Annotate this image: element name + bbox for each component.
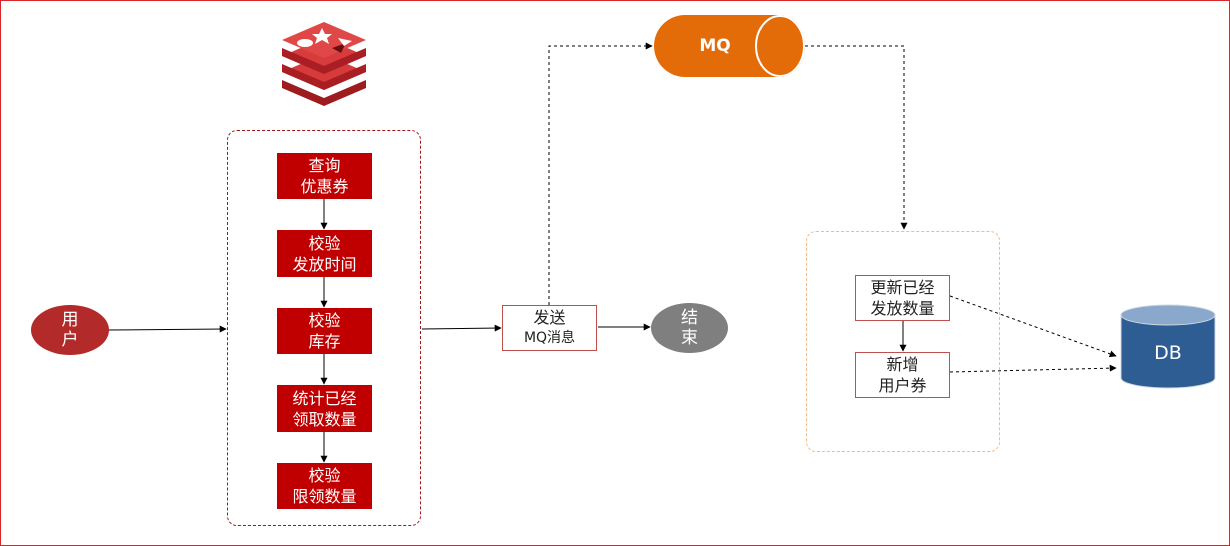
step-check-issue-time: 校验 发放时间 (277, 230, 372, 277)
step-label-line1: 查询 (308, 156, 341, 175)
arrow-new-to-db (949, 364, 1117, 373)
step-add-user-coupon: 新增 用户券 (855, 352, 950, 398)
consumer-group-frame (806, 231, 1000, 452)
step-check-limit: 校验 限领数量 (277, 463, 372, 509)
end-node: 结 束 (651, 303, 728, 353)
end-label-line1: 结 (681, 308, 698, 328)
user-node: 用 户 (31, 305, 109, 355)
send-label-line2: MQ消息 (523, 330, 576, 346)
mq-label: MQ (699, 36, 731, 56)
step-label-line2: 限领数量 (292, 487, 357, 506)
step-update-issued: 更新已经 发放数量 (855, 275, 950, 321)
step-count-received: 统计已经 领取数量 (277, 385, 372, 432)
step-label-line2: 领取数量 (292, 409, 357, 429)
user-label-line2: 户 (61, 330, 79, 350)
arrow-redis-to-send (421, 324, 502, 332)
step-label-line2: 优惠券 (300, 177, 349, 196)
db-label: DB (1154, 342, 1182, 364)
redis-group-frame (227, 130, 421, 526)
step-label-line1: 更新已经 (870, 278, 935, 297)
step-label-line1: 校验 (308, 311, 341, 330)
send-label-line1: 发送 (533, 308, 566, 327)
arrow-mq-to-consumer (805, 45, 908, 230)
step-label-line2: 发放数量 (870, 299, 935, 318)
mq-cylinder-icon (654, 15, 805, 77)
send-mq-node: 发送 MQ消息 (502, 305, 597, 351)
step-label-line1: 校验 (308, 233, 341, 253)
arrow-user-to-redis (106, 325, 227, 333)
step-label-line1: 新增 (886, 355, 919, 374)
step-check-stock: 校验 库存 (277, 308, 372, 354)
step-label-line1: 校验 (308, 466, 341, 485)
step-label-line1: 统计已经 (292, 388, 357, 408)
step-label-line2: 库存 (308, 332, 341, 351)
step-label-line2: 发放时间 (292, 254, 357, 274)
step-label-line2: 用户券 (878, 376, 927, 395)
step-query-coupon: 查询 优惠券 (277, 153, 372, 199)
db-cylinder-icon (1120, 304, 1216, 389)
user-label-line1: 用 (61, 310, 79, 330)
end-label-line2: 束 (681, 328, 698, 348)
redis-logo-icon (282, 22, 366, 106)
arrow-send-to-mq (548, 42, 653, 305)
